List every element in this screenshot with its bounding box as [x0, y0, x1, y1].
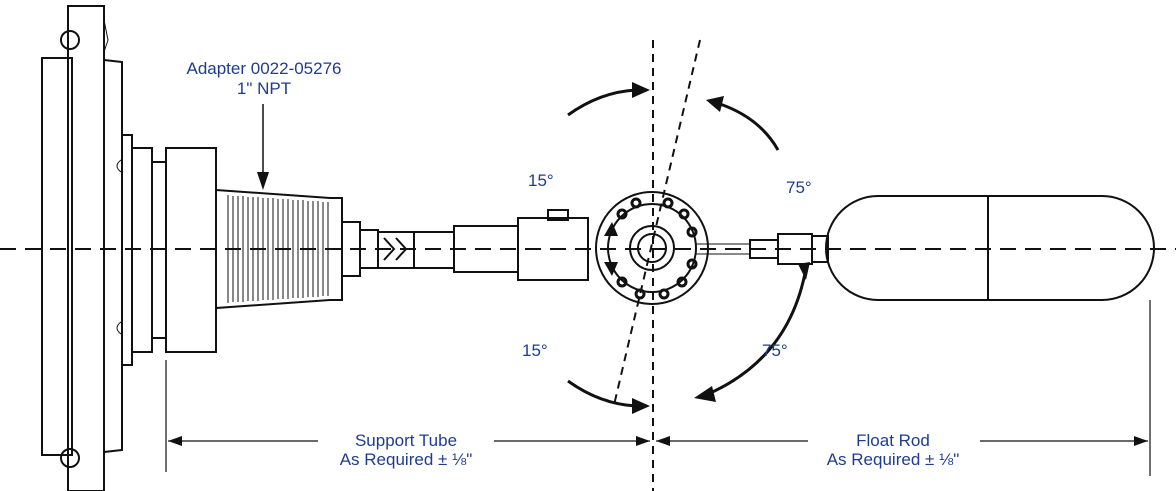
angle-label-upper-left: 15°: [528, 171, 554, 190]
float: [825, 195, 1155, 301]
angle-label-lower-left: 15°: [522, 341, 548, 360]
support-tube-dimension: [165, 360, 650, 472]
float-rod-label-line2: As Required ± ⅛": [827, 450, 960, 469]
float-rod-label-line1: Float Rod: [856, 431, 930, 450]
support-tube: [377, 209, 589, 281]
rotation-arrow-upper-right: [706, 96, 780, 151]
float-rod-dimension: [656, 300, 1151, 476]
adapter-label-line1: Adapter 0022-05276: [186, 59, 341, 78]
adapter-pointer-arrow: [257, 104, 269, 190]
adapter-label-line2: 1" NPT: [237, 79, 291, 98]
angle-label-lower-right: 75°: [762, 341, 788, 360]
float-rod: [695, 233, 829, 265]
support-tube-label-line1: Support Tube: [355, 431, 457, 450]
rotation-arrow-lower-left: [567, 379, 650, 414]
tilted-pivot-line: [613, 39, 701, 406]
rotation-arrow-lower-right: [694, 262, 810, 402]
angle-label-upper-right: 75°: [786, 178, 812, 197]
adapter-body: [151, 147, 379, 353]
rotation-arrow-upper-left: [567, 82, 650, 117]
support-tube-label-line2: As Required ± ⅛": [340, 450, 473, 469]
pivot-housing: [595, 191, 709, 305]
